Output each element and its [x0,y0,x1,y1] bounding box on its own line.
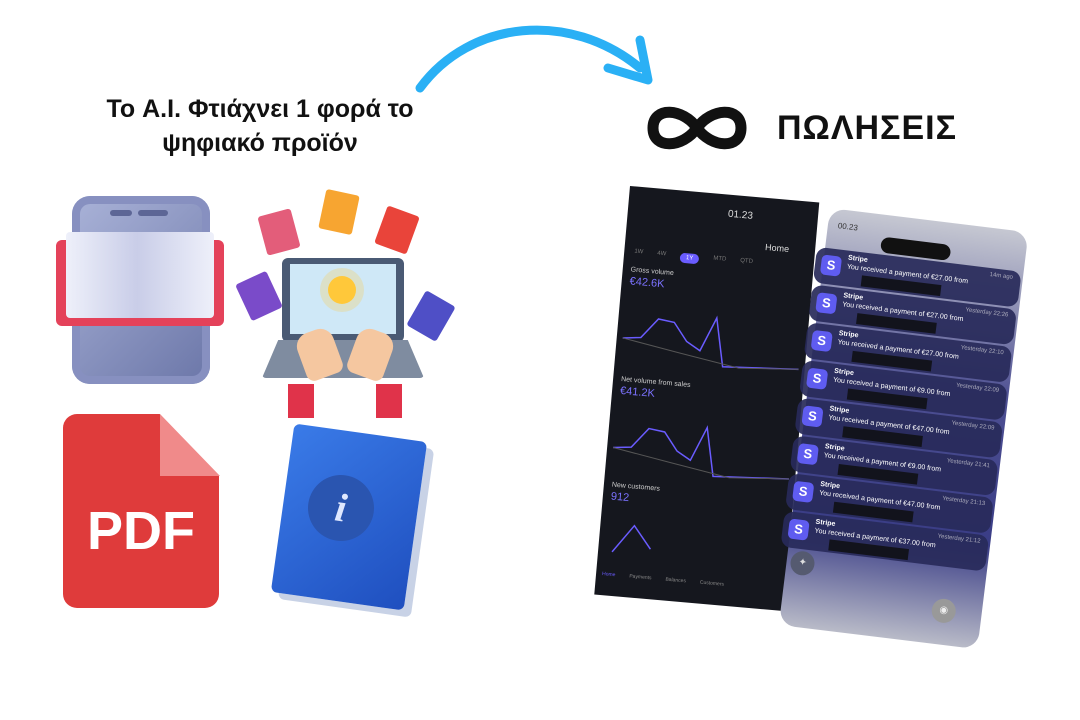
lockscreen-phone: 00.23 S Stripe 14m ago You received a pa… [778,208,1029,650]
tablet-ebook-illustration [56,196,224,384]
gross-volume-sparkline [622,315,799,371]
stripe-logo-icon: S [796,442,819,466]
status-time: 01.23 [727,208,754,222]
stripe-logo-icon: S [819,254,843,277]
notification-time: Yesterday 22:09 [951,420,995,432]
nav-balances[interactable]: Balances [665,576,687,585]
notification-time: Yesterday 22:10 [960,345,1004,357]
metric-gross-volume[interactable]: Gross volume€42.6K [629,266,674,291]
nav-home[interactable]: Home [601,571,616,579]
nav-payments[interactable]: Payments [629,573,652,582]
metric-value: 912 [610,490,630,505]
stripe-logo-icon: S [815,292,838,315]
flashlight-icon[interactable]: ✦ [789,549,816,577]
pdf-label: PDF [87,501,195,561]
tab-1w[interactable]: 1W [634,248,644,256]
stripe-logo-icon: S [787,518,810,541]
metric-net-volume[interactable]: Net volume from sales€41.2K [620,376,691,403]
brand: ΠΩΛΗΣΕΙΣ [645,100,957,156]
pdf-fold [160,414,220,476]
curved-arrow-icon [415,25,653,93]
notification-time: Yesterday 22:09 [955,382,1000,394]
tab-1y[interactable]: 1Y [679,252,700,265]
period-tabs: 1W 4W 1Y MTD QTD [634,249,753,269]
notification-time: Yesterday 21:41 [946,458,991,470]
notification-time: Yesterday 22:26 [965,307,1009,319]
notification-time: Yesterday 21:12 [937,533,981,545]
page-title: Home [764,242,790,255]
brand-text: ΠΩΛΗΣΕΙΣ [777,108,957,147]
tab-qtd[interactable]: QTD [739,257,754,265]
metric-value: €42.6K [629,275,665,291]
camera-icon[interactable]: ◉ [930,597,958,625]
bottom-nav: Home Payments Balances Customers [602,571,724,588]
tab-4w[interactable]: 4W [656,250,667,258]
status-time: 00.23 [837,221,859,233]
stripe-logo-icon: S [810,329,833,353]
net-volume-sparkline [613,425,790,480]
tab-mtd[interactable]: MTD [713,255,727,263]
infinity-logo-icon [647,106,747,150]
lightbulb-icon [328,276,356,304]
nav-customers[interactable]: Customers [699,579,725,588]
dashboard-phone: 01.23 Home 1W 4W 1Y MTD QTD Gross volume… [594,186,820,611]
stripe-logo-icon: S [792,480,815,503]
customers-sparkline [611,524,652,553]
headline: Το A.I. Φτιάχνει 1 φορά το ψηφιακό προϊό… [106,95,414,157]
notification-time: 14m ago [989,271,1014,281]
notification-time: Yesterday 21:13 [941,495,986,508]
stripe-logo-icon: S [801,405,824,428]
stripe-logo-icon: S [805,367,829,390]
